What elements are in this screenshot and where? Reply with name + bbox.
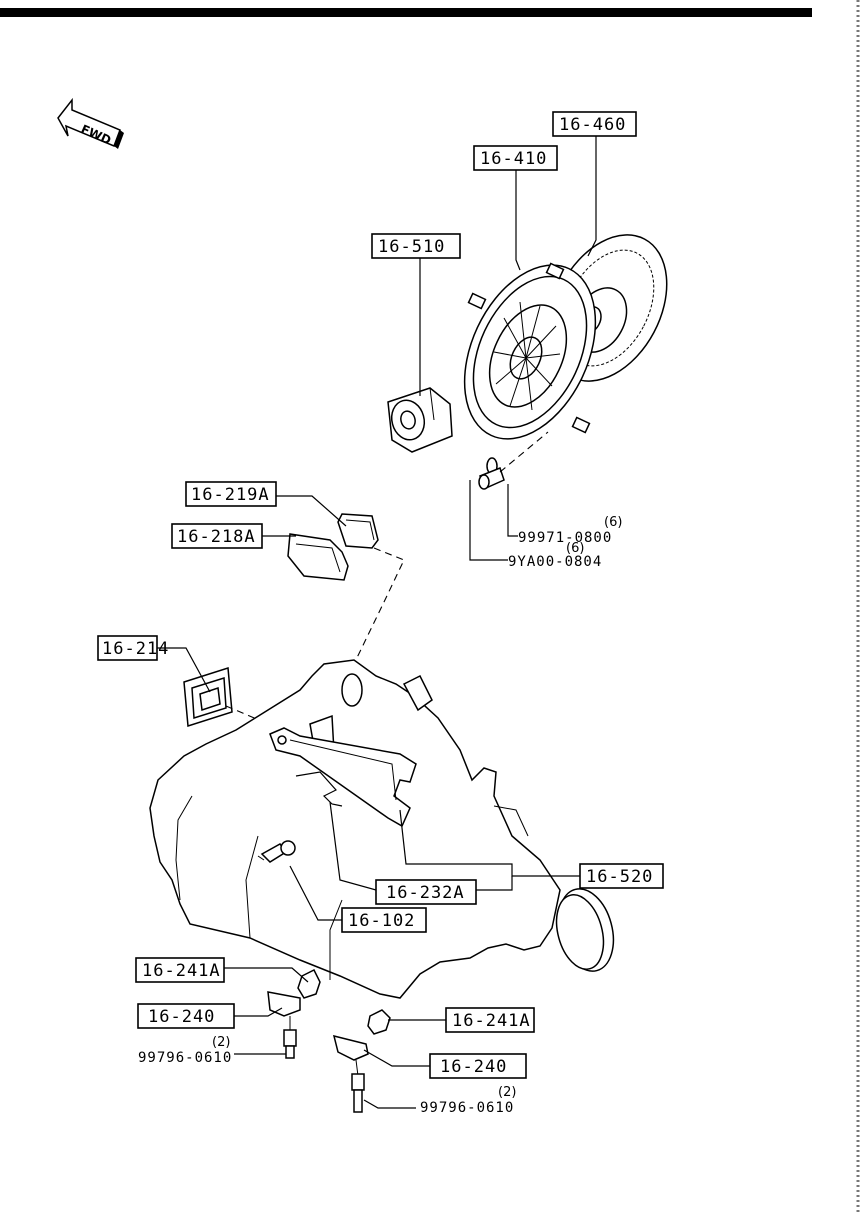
- callout-label: 16-240: [148, 1007, 215, 1027]
- callout-16-214: 16-214: [97, 635, 169, 661]
- part-number-99796-right: (2) 99796-0610: [420, 1085, 516, 1116]
- callout-16-240-right: 16-240: [429, 1053, 527, 1079]
- spring-clip-drawing: [295, 771, 343, 807]
- part-qty: (6): [566, 541, 584, 556]
- callout-label: 16-102: [348, 911, 415, 931]
- callout-label: 16-214: [102, 639, 169, 659]
- callout-16-241a-left: 16-241A: [135, 957, 225, 983]
- boot-to-fork-dash: [225, 705, 279, 729]
- callout-label: 16-410: [480, 149, 547, 169]
- callout-16-232a: 16-232A: [375, 879, 477, 905]
- pivot-drawing: [257, 840, 296, 863]
- callout-16-102: 16-102: [341, 907, 427, 933]
- callout-16-410: 16-410: [473, 145, 558, 171]
- bolt-washer-drawing: [478, 457, 505, 490]
- callout-16-218a: 16-218A: [171, 523, 263, 549]
- callout-label: 16-240: [440, 1057, 507, 1077]
- part-qty: (2): [212, 1035, 230, 1050]
- dust-boot-drawing: [183, 667, 233, 727]
- callout-16-240-left: 16-240: [137, 1003, 235, 1029]
- fwd-arrow-icon: FWD: [57, 97, 124, 149]
- pedal-pad-218a-drawing: [287, 533, 349, 581]
- pedal-pad-219a-drawing: [337, 513, 379, 549]
- release-bearing-drawing: [387, 387, 453, 453]
- callout-16-510: 16-510: [371, 233, 461, 259]
- callout-16-460: 16-460: [552, 111, 637, 137]
- bolt-axis-dash: [499, 431, 549, 473]
- callout-16-520: 16-520: [579, 863, 664, 889]
- top-border-bar: [0, 8, 812, 17]
- callout-label: 16-520: [586, 867, 653, 887]
- mount-left-drawing: [267, 968, 321, 1059]
- callout-label: 16-510: [378, 237, 445, 257]
- part-number-99971: (6) 99971-0800: [518, 515, 622, 546]
- callout-label: 16-241A: [142, 961, 221, 981]
- pressure-plate-drawing: [463, 262, 597, 440]
- callout-16-219a: 16-219A: [185, 481, 277, 507]
- part-number-text: 99796-0610: [138, 1050, 232, 1066]
- callout-label: 16-219A: [191, 485, 270, 505]
- callout-label: 16-460: [559, 115, 626, 135]
- part-number-9ya00: (6) 9YA00-0804: [508, 541, 602, 570]
- callout-label: 16-241A: [452, 1011, 531, 1031]
- part-qty: (6): [604, 515, 622, 530]
- leader-lines: [157, 136, 597, 1109]
- part-number-text: 9YA00-0804: [508, 554, 602, 570]
- mount-right-drawing: [332, 1009, 391, 1113]
- part-number-text: 99971-0800: [518, 530, 612, 546]
- transmission-housing-drawing: [149, 659, 615, 999]
- part-number-99796-left: (2) 99796-0610: [138, 1035, 232, 1066]
- callout-label: 16-218A: [177, 527, 256, 547]
- callout-16-241a-right: 16-241A: [445, 1007, 535, 1033]
- pedal-to-fork-dash: [339, 547, 405, 701]
- callout-label: 16-232A: [386, 883, 465, 903]
- part-number-text: 99796-0610: [420, 1100, 514, 1116]
- release-fork-drawing: [269, 727, 417, 828]
- part-qty: (2): [498, 1085, 516, 1100]
